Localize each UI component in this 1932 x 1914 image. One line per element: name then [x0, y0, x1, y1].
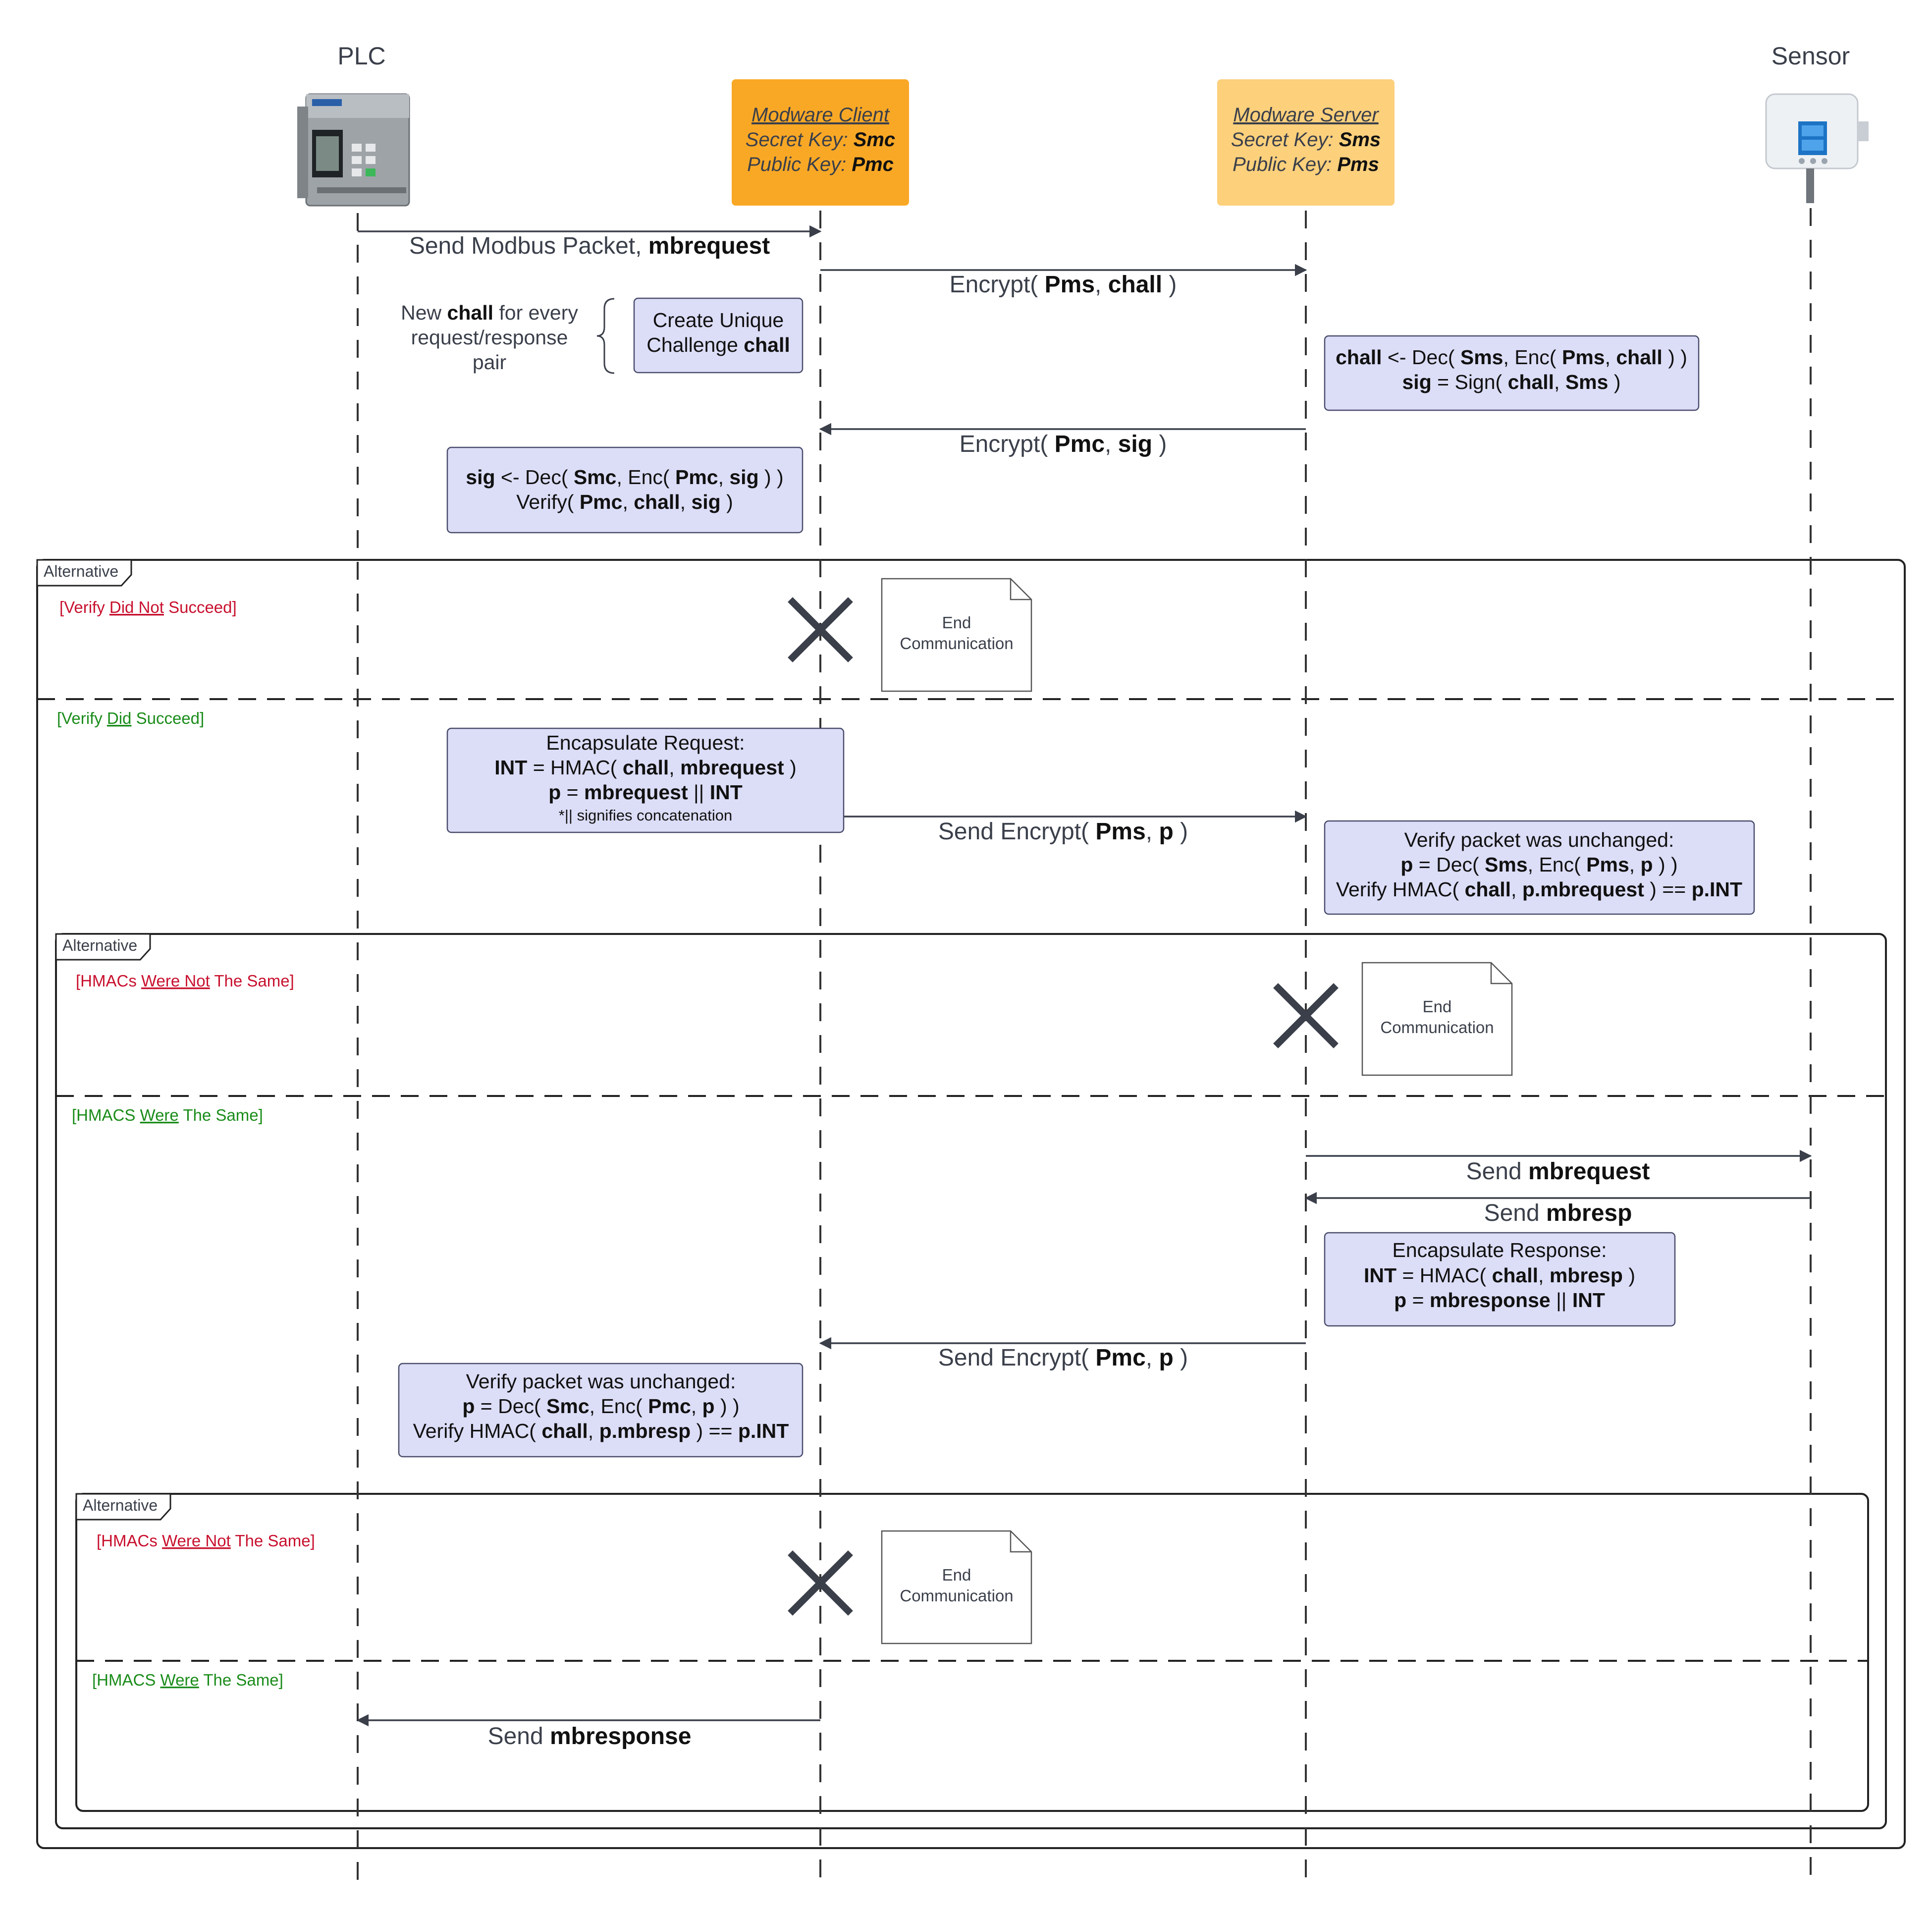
note-encap-req-line-1: INT = HMAC( chall, mbrequest ) [494, 756, 796, 779]
participant-sensor-label: Sensor [1771, 42, 1850, 70]
end-communication-note: End Communication [881, 1530, 1032, 1644]
guard-hmacs-differ-server: [HMACs Were Not The Same] [76, 972, 294, 990]
end-note-line-2: Communication [1380, 1018, 1494, 1037]
note-encap-resp-line-1: INT = HMAC( chall, mbresp ) [1364, 1264, 1635, 1287]
guard-hmacs-differ-client: [HMACs Were Not The Same] [97, 1531, 315, 1550]
side-note-line-1: New chall for every [401, 301, 578, 324]
note-server-decrypt-line: chall <- Dec( Sms, Enc( Pms, chall ) ) [1336, 346, 1687, 369]
participant-plc-label: PLC [337, 42, 385, 70]
note-client-verify-line-1: p = Dec( Smc, Enc( Pmc, p ) ) [462, 1395, 739, 1418]
side-note-line-3: pair [473, 351, 506, 374]
note-create-challenge-line-2: Challenge chall [646, 333, 790, 356]
message-label-4: Send Encrypt( Pms, p ) [938, 819, 1188, 845]
client-secret-key: Secret Key: Smc [746, 129, 895, 151]
message-label-8: Send mbresponse [488, 1723, 692, 1750]
note-create-challenge: Create Unique Challenge chall [633, 297, 804, 374]
fragment-outer-label: Alternative [44, 562, 118, 580]
note-encap-req-line-2: p = mbrequest || INT [548, 781, 743, 804]
end-communication-note: End Communication [1361, 962, 1513, 1076]
end-note-line-2: Communication [900, 634, 1013, 653]
end-communication-note: End Communication [881, 578, 1032, 692]
note-server-verify: Verify packet was unchanged: p = Dec( Sm… [1324, 820, 1755, 915]
note-create-challenge-line-1: Create Unique [653, 309, 784, 331]
note-encapsulate-response: Encapsulate Response: INT = HMAC( chall,… [1324, 1232, 1676, 1327]
note-server-sign-line: sig = Sign( chall, Sms ) [1402, 371, 1621, 393]
note-client-decrypt-verify: sig <- Dec( Smc, Enc( Pmc, sig ) ) Verif… [446, 446, 804, 534]
note-encapsulate-request: Encapsulate Request: INT = HMAC( chall, … [446, 727, 845, 833]
message-label-1: Send Modbus Packet, mbrequest [409, 233, 770, 259]
note-encap-req-title: Encapsulate Request: [546, 731, 745, 754]
server-title: Modware Server [1233, 104, 1379, 126]
note-server-decrypt-sign: chall <- Dec( Sms, Enc( Pms, chall ) ) s… [1324, 335, 1700, 411]
end-note-line-1: End [942, 613, 971, 632]
guard-verify-succeeded: [Verify Did Succeed] [57, 709, 204, 727]
note-client-verify-line: Verify( Pmc, chall, sig ) [516, 491, 733, 513]
note-server-verify-line-1: p = Dec( Sms, Enc( Pms, p ) ) [1400, 853, 1677, 876]
note-client-verify: Verify packet was unchanged: p = Dec( Sm… [398, 1363, 804, 1458]
server-secret-key: Secret Key: Sms [1231, 129, 1381, 151]
guard-verify-failed: [Verify Did Not Succeed] [59, 598, 237, 616]
fragment-outer: Alternative [36, 559, 1906, 1849]
destroy-x-icon [788, 597, 853, 662]
message-label-3: Encrypt( Pmc, sig ) [960, 431, 1167, 457]
client-public-key: Public Key: Pmc [747, 154, 894, 175]
note-server-verify-line-2: Verify HMAC( chall, p.mbrequest ) == p.I… [1336, 878, 1742, 901]
note-encap-resp-title: Encapsulate Response: [1392, 1239, 1607, 1261]
note-client-verify-line-2: Verify HMAC( chall, p.mbresp ) == p.INT [413, 1420, 789, 1442]
message-label-2: Encrypt( Pms, chall ) [950, 272, 1177, 298]
brace-icon [596, 298, 615, 374]
modware-server-box: Modware Server Secret Key: Sms Public Ke… [1217, 79, 1395, 206]
note-client-verify-title: Verify packet was unchanged: [466, 1370, 736, 1393]
guard-hmacs-same-server: [HMACS Were The Same] [72, 1106, 263, 1124]
guard-hmacs-same-client: [HMACS Were The Same] [92, 1671, 283, 1689]
modware-client-box: Modware Client Secret Key: Smc Public Ke… [732, 79, 909, 206]
end-note-line-1: End [942, 1566, 971, 1584]
fragment-middle-label: Alternative [62, 936, 137, 954]
note-encap-req-footnote: *|| signifies concatenation [559, 807, 732, 824]
plc-device-icon [297, 93, 410, 207]
side-note-line-2: request/response [411, 326, 568, 349]
end-note-line-1: End [1423, 997, 1452, 1016]
message-label-5: Send mbrequest [1466, 1158, 1650, 1185]
note-server-verify-title: Verify packet was unchanged: [1404, 828, 1674, 851]
sensor-device-icon [1765, 93, 1869, 203]
message-label-7: Send Encrypt( Pmc, p ) [938, 1345, 1188, 1371]
fragment-middle: Alternative [55, 933, 1887, 1829]
message-label-6: Send mbresp [1484, 1200, 1632, 1226]
end-note-line-2: Communication [900, 1586, 1013, 1605]
note-encap-resp-line-2: p = mbresponse || INT [1394, 1289, 1605, 1312]
side-note: New chall for every request/response pai… [401, 298, 615, 374]
note-client-decrypt-line: sig <- Dec( Smc, Enc( Pmc, sig ) ) [466, 466, 783, 489]
fragment-inner-label: Alternative [83, 1496, 158, 1514]
server-public-key: Public Key: Pms [1233, 154, 1379, 175]
destroy-x-icon [1273, 983, 1339, 1048]
fragment-inner: Alternative [75, 1493, 1869, 1812]
client-title: Modware Client [751, 104, 890, 126]
destroy-x-icon [788, 1550, 853, 1616]
